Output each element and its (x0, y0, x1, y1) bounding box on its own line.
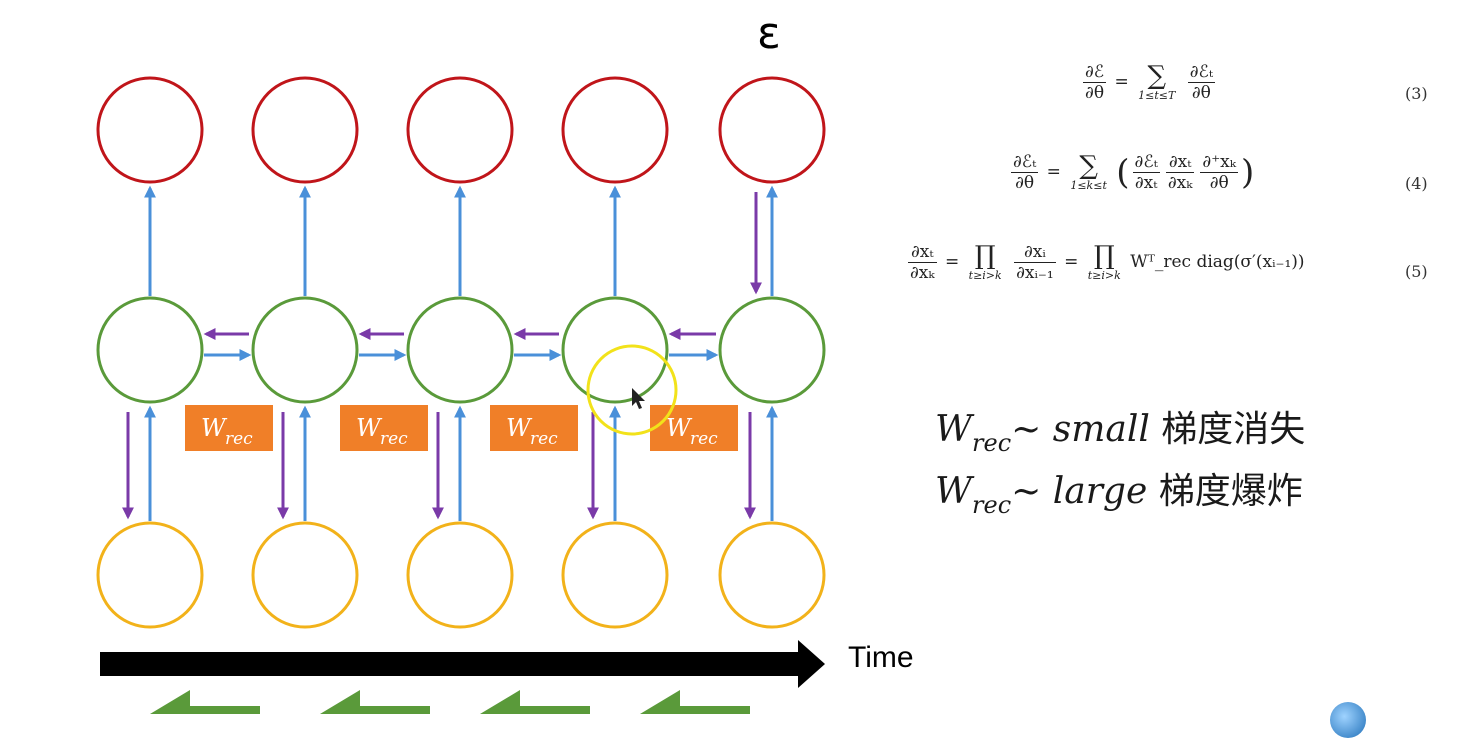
w-rec-label: W (666, 414, 693, 442)
w-rec-label: W (356, 414, 383, 442)
hidden-node (406, 296, 514, 404)
w-rec-subscript: rec (380, 429, 408, 449)
equation-5: ∂xₜ∂xₖ = ∏t≥i>k ∂xᵢ∂xᵢ₋₁ = ∏t≥i>k Wᵀ_rec… (908, 241, 1305, 283)
time-label: Time (848, 641, 914, 674)
epsilon-label: ε (757, 8, 781, 59)
backward-time-arrow (150, 690, 260, 714)
input-node (406, 521, 514, 629)
w-rec-subscript: rec (225, 429, 253, 449)
logo-icon (1330, 702, 1366, 738)
w-rec-subscript: rec (530, 429, 558, 449)
output-node (406, 76, 514, 184)
equation-5-number: (5) (1405, 262, 1428, 281)
w-rec-label: W (201, 414, 228, 442)
equation-3-number: (3) (1405, 84, 1428, 103)
equation-4-number: (4) (1405, 174, 1428, 193)
hidden-node (251, 296, 359, 404)
output-node (96, 76, 204, 184)
output-node (561, 76, 669, 184)
equation-4: ∂ℰₜ∂θ = ∑1≤k≤t (∂ℰₜ∂xₜ∂xₜ∂xₖ∂⁺xₖ∂θ) (1011, 151, 1255, 193)
equation-3: ∂ℰ∂θ = ∑1≤t≤T ∂ℰₜ∂θ (1083, 61, 1216, 103)
mouse-cursor-icon (632, 388, 645, 409)
w-rec-box (490, 405, 578, 451)
w-rec-box (185, 405, 273, 451)
output-node (718, 76, 826, 184)
input-node (718, 521, 826, 629)
note-large: Wrec~ large 梯度爆炸 (935, 471, 1303, 519)
hidden-node (96, 296, 204, 404)
backward-time-arrow (320, 690, 430, 714)
input-node (251, 521, 359, 629)
backward-time-arrow (640, 690, 750, 714)
w-rec-box (340, 405, 428, 451)
w-rec-box (650, 405, 738, 451)
w-rec-subscript: rec (690, 429, 718, 449)
backward-time-arrow (480, 690, 590, 714)
time-arrow-shaft (100, 652, 800, 676)
time-arrow-head (798, 640, 825, 688)
output-node (251, 76, 359, 184)
input-node (561, 521, 669, 629)
w-rec-label: W (506, 414, 533, 442)
input-node (96, 521, 204, 629)
hidden-node (718, 296, 826, 404)
cursor-highlight (586, 344, 678, 436)
note-small: Wrec~ small 梯度消失 (935, 409, 1306, 457)
